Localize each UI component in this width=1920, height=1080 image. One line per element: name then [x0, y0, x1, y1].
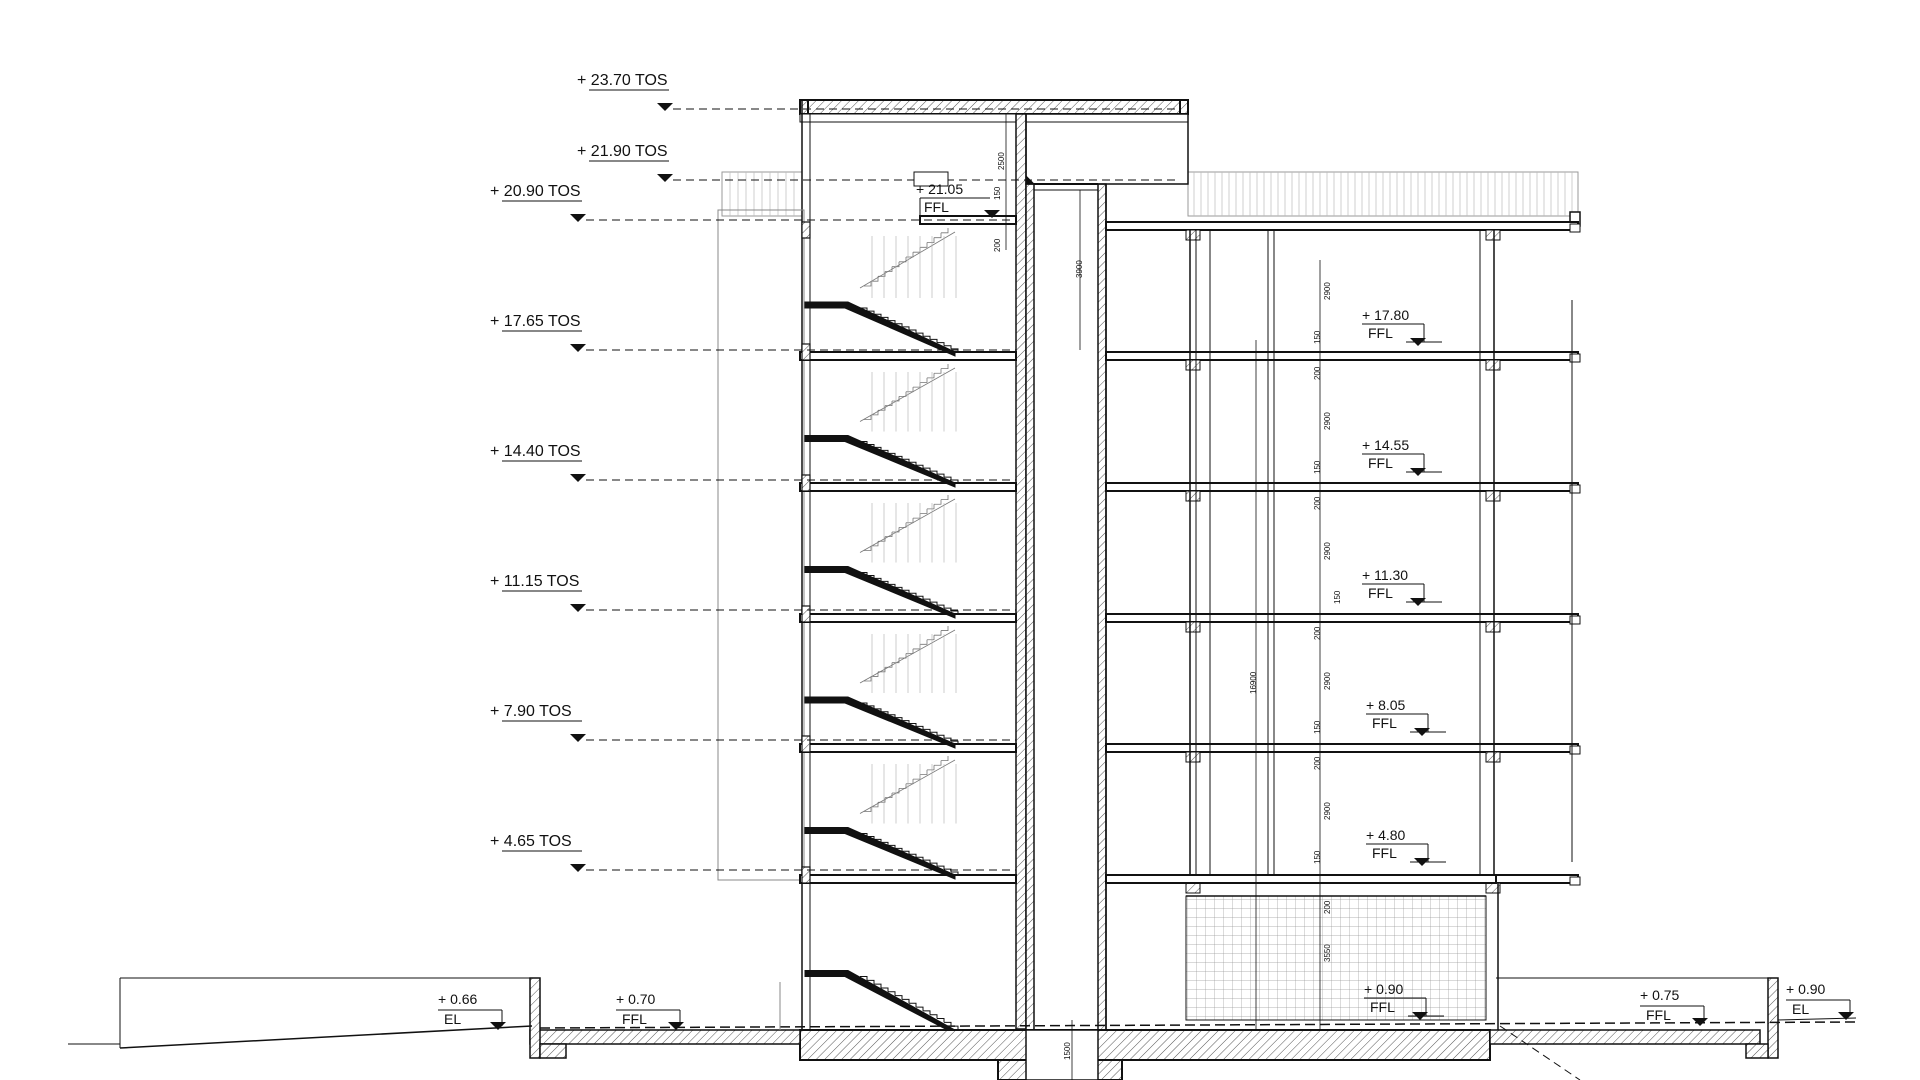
dimension-value: 2500: [997, 152, 1006, 170]
ffl-value: + 4.80: [1366, 827, 1406, 843]
ffl-tag: FFL: [1370, 999, 1395, 1015]
dimension-value: 150: [1313, 460, 1322, 474]
dimension-value: 2900: [1323, 412, 1332, 430]
tos-label: + 21.90 TOS: [577, 143, 668, 160]
dimension-value: 16900: [1249, 671, 1258, 694]
dimension-value: 200: [1313, 756, 1322, 770]
tos-label: + 14.40 TOS: [490, 443, 581, 460]
dimension-value: 1500: [1063, 1042, 1072, 1060]
tos-marker: + 21.90 TOS: [577, 143, 1180, 182]
apartment-columns: [1189, 230, 1573, 1030]
stair-landing-slabs: [799, 215, 1017, 884]
ground-tag: FFL: [1646, 1007, 1671, 1023]
tos-marker: + 17.65 TOS: [490, 313, 1016, 352]
tos-level-markers: + 23.70 TOS + 21.90 TOS + 20.90 TOS + 17.65…: [490, 72, 1180, 872]
ffl-value: + 8.05: [1366, 697, 1406, 713]
ground-value: + 0.70: [616, 991, 656, 1007]
tos-marker: + 11.15 TOS: [490, 573, 1016, 612]
tos-label: + 17.65 TOS: [490, 313, 581, 330]
dimension-value: 2900: [1323, 672, 1332, 690]
dimension-value: 200: [1313, 626, 1322, 640]
dimension-value: 3550: [1323, 944, 1332, 962]
dimension-value: 150: [1313, 850, 1322, 864]
tos-marker: + 14.40 TOS: [490, 443, 1016, 482]
dimension-value: 200: [1313, 366, 1322, 380]
ffl-tag: FFL: [1372, 715, 1397, 731]
foundation: [529, 977, 1779, 1080]
roof-structure: [721, 99, 1581, 227]
dimension-lines: [1005, 114, 1321, 1080]
tos-label: + 4.65 TOS: [490, 833, 572, 850]
stair-top-level-marker: + 21.05 FFL: [913, 171, 1000, 218]
dimension-value: 150: [1333, 590, 1342, 604]
ground-lines: [68, 977, 1857, 1080]
ffl-tag: FFL: [1368, 585, 1393, 601]
ffl-value: + 0.90: [1364, 981, 1404, 997]
tos-marker: + 7.90 TOS: [490, 703, 1016, 742]
tos-marker: + 20.90 TOS: [490, 183, 1016, 222]
tos-label: + 11.15 TOS: [490, 573, 579, 590]
dimension-value: 2900: [1323, 802, 1332, 820]
tos-label: + 20.90 TOS: [490, 183, 581, 200]
dimension-value: 150: [1313, 720, 1322, 734]
stair-top-value: + 21.05: [916, 181, 963, 197]
stair-flights: [804, 228, 959, 1035]
ground-value: + 0.90: [1786, 981, 1826, 997]
tos-label: + 23.70 TOS: [577, 72, 668, 89]
ground-value: + 0.75: [1640, 987, 1680, 1003]
dimension-value: 3900: [1075, 260, 1084, 278]
dimension-value: 2900: [1323, 542, 1332, 560]
ffl-tag: FFL: [1372, 845, 1397, 861]
dimension-value: 2900: [1323, 282, 1332, 300]
tos-marker: + 23.70 TOS: [577, 72, 1180, 111]
dimension-value: 200: [1323, 900, 1332, 914]
ffl-value: + 17.80: [1362, 307, 1409, 323]
ground-tag: FFL: [622, 1011, 647, 1027]
dimension-value: 200: [993, 238, 1002, 252]
ground-floor-curtain-wall: [1185, 895, 1487, 1021]
apartment-floor-slabs: [1105, 221, 1581, 894]
tos-marker: + 4.65 TOS: [490, 833, 1016, 872]
stair-core-walls: [717, 100, 1189, 1080]
dimension-value: 150: [993, 186, 1002, 200]
stair-top-tag: FFL: [924, 199, 949, 215]
ground-tag: EL: [1792, 1001, 1809, 1017]
dimension-value: 200: [1313, 496, 1322, 510]
dimension-values: 2500 150 200 3900 2900 150 200 2900 150 200 2900 15…: [993, 152, 1342, 1060]
ffl-value: + 11.30: [1362, 567, 1408, 583]
ground-value: + 0.66: [438, 991, 478, 1007]
ffl-value: + 14.55: [1362, 437, 1409, 453]
dimension-value: 150: [1313, 330, 1322, 344]
tos-label: + 7.90 TOS: [490, 703, 572, 720]
ground-tag: EL: [444, 1011, 461, 1027]
ffl-tag: FFL: [1368, 455, 1393, 471]
ffl-tag: FFL: [1368, 325, 1393, 341]
